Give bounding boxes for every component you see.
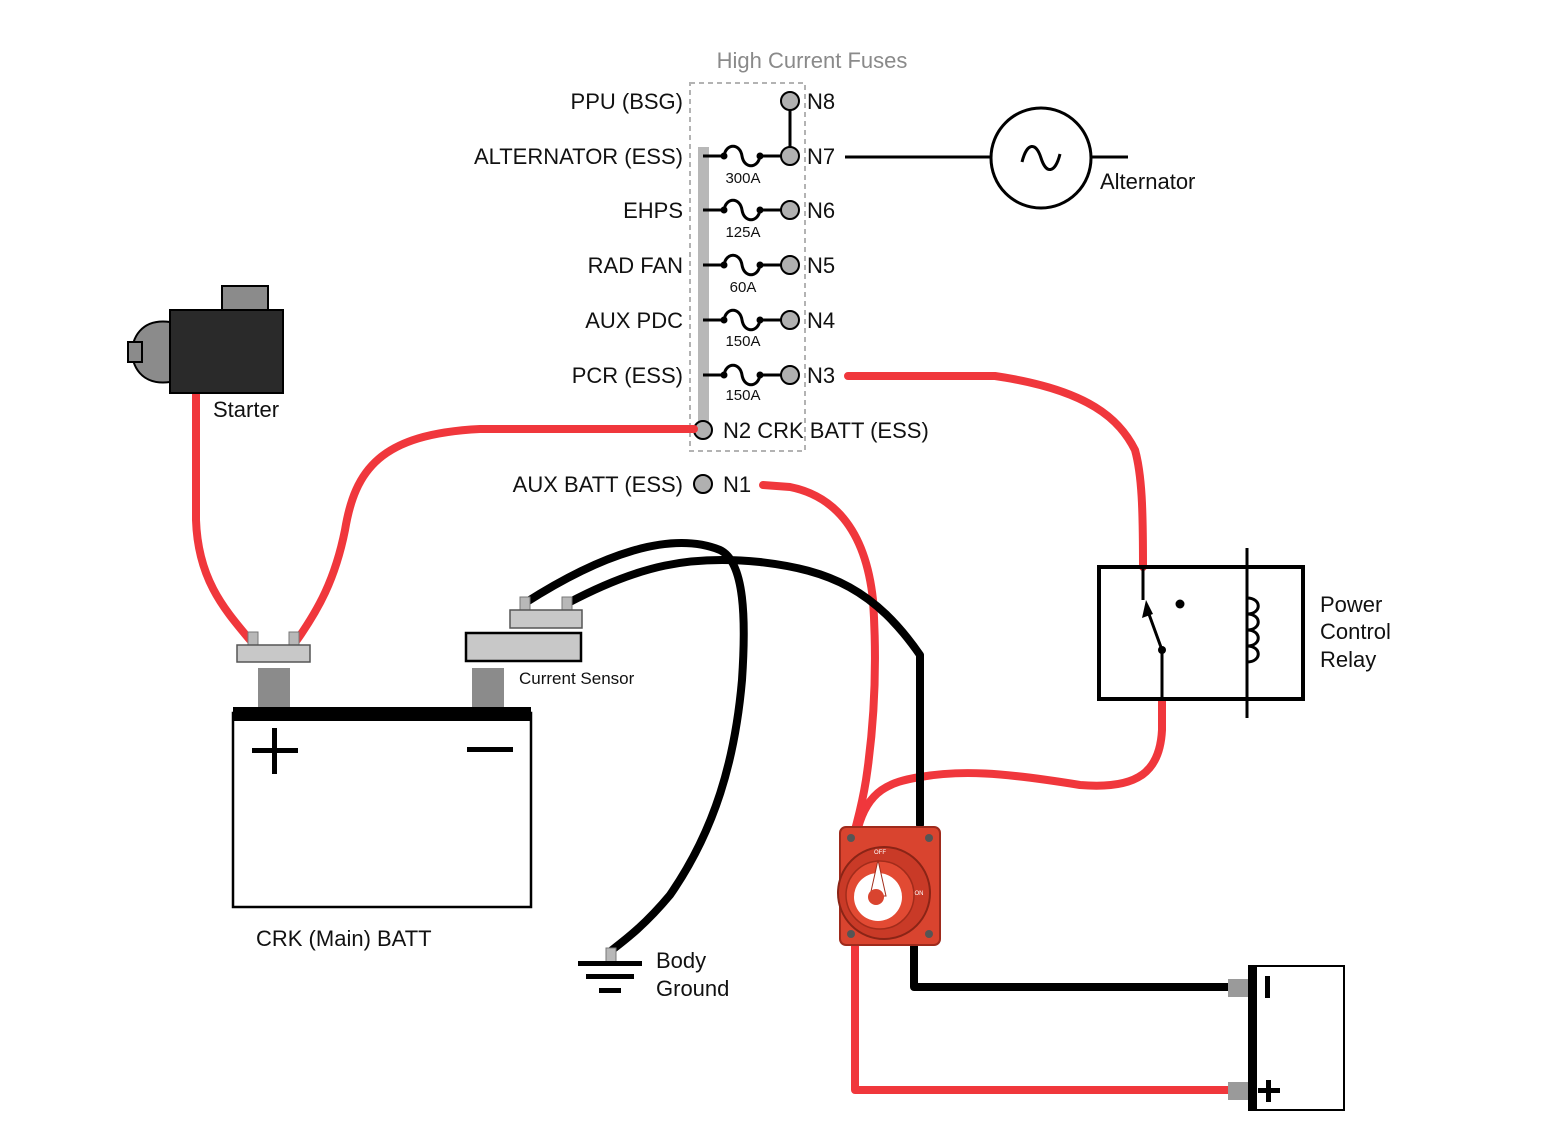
aux-battery-case — [1248, 965, 1345, 1111]
wire-n3-to-relay — [844, 372, 1147, 571]
fuse-icon — [703, 253, 781, 277]
aux-batt-label: AUX BATT (ESS) — [513, 472, 683, 497]
minus-sign — [467, 747, 513, 752]
node-n1 — [693, 474, 713, 494]
fuse-rating: 150A — [725, 333, 760, 350]
fuse-rating: 150A — [725, 387, 760, 404]
row-label-pcr: PCR (ESS) — [572, 363, 683, 388]
alternator: Alternator — [845, 106, 1195, 210]
power-control-relay: Power Control Relay — [1097, 548, 1391, 718]
fuse-box-title: High Current Fuses — [717, 48, 908, 73]
crk-main-battery: Current Sensor CRK (Main) BATT — [231, 596, 635, 951]
node-n5 — [780, 255, 800, 275]
row-label-aux-pdc: AUX PDC — [585, 308, 683, 333]
wire-switch-to-aux-batt-neg — [910, 942, 1234, 991]
body-ground-label-2: Ground — [656, 976, 729, 1001]
negative-terminal — [472, 668, 504, 708]
aux-battery — [1228, 965, 1345, 1111]
positive-clamp — [236, 644, 311, 663]
node-n6 — [780, 200, 800, 220]
wire-switch-to-aux-batt-pos — [851, 942, 1234, 1094]
crk-batt-label: CRK (Main) BATT — [256, 926, 432, 951]
fuse-rating: 300A — [725, 170, 760, 187]
ground-icon — [578, 961, 642, 966]
fuse-rating: 125A — [725, 224, 760, 241]
fuse-rating: 60A — [730, 279, 757, 296]
row-label-ehps: EHPS — [623, 198, 683, 223]
fuse-row-n4: AUX PDC N4 150A — [585, 308, 835, 350]
node-label-n7: N7 — [807, 144, 835, 169]
node-label-n5: N5 — [807, 253, 835, 278]
switch-on-label: ON — [915, 891, 924, 897]
wire-n1-to-switch — [759, 481, 879, 834]
alternator-label: Alternator — [1100, 169, 1195, 194]
battery-lid — [233, 707, 531, 721]
node-label-n4: N4 — [807, 308, 835, 333]
starter-icon: Starter — [127, 285, 284, 422]
fuse-row-n6: EHPS N6 125A — [623, 198, 835, 241]
fuse-icon — [703, 363, 781, 387]
fuse-row-n7: ALTERNATOR (ESS) N7 300A — [474, 144, 835, 187]
wire-sensor-to-ground — [521, 539, 748, 954]
wire-n2-to-batt — [293, 425, 698, 644]
battery-switch-icon: OFF ON — [837, 826, 941, 946]
relay-label-3: Relay — [1320, 647, 1376, 672]
current-sensor-label: Current Sensor — [519, 669, 635, 688]
wire-starter-to-batt — [192, 388, 254, 644]
sensor-clamp — [509, 609, 583, 629]
plus-sign-v — [272, 728, 277, 774]
fuse-box-outline — [689, 82, 806, 452]
fuse-icon — [703, 308, 781, 332]
fuse-icon — [703, 144, 781, 168]
node-label-n3: N3 — [807, 363, 835, 388]
relay-label-1: Power — [1320, 592, 1382, 617]
aux-battery-neg-mark — [1265, 976, 1270, 998]
wire-sensor-to-switch — [564, 555, 924, 829]
battery-case — [231, 711, 533, 909]
node-n7 — [780, 146, 800, 166]
row-label-ppu: PPU (BSG) — [571, 89, 683, 114]
fuse-icon — [703, 198, 781, 222]
fuse-row-n3: PCR (ESS) N3 150A — [572, 363, 835, 404]
node-label-n8: N8 — [807, 89, 835, 114]
wire-relay-to-switch — [854, 697, 1166, 832]
fuse-row-n5: RAD FAN N5 60A — [588, 253, 835, 296]
starter-label: Starter — [213, 397, 279, 422]
node-n3 — [780, 365, 800, 385]
relay-box — [1097, 565, 1305, 701]
switch-off-label: OFF — [874, 850, 886, 856]
body-ground: Body Ground — [578, 947, 729, 1001]
fuse-box: High Current Fuses PPU (BSG) N8 ALTERNAT… — [474, 48, 929, 452]
row-label-rad-fan: RAD FAN — [588, 253, 683, 278]
current-sensor — [464, 631, 583, 663]
aux-batt-node: AUX BATT (ESS) N1 — [513, 472, 751, 497]
bus-bar — [698, 147, 709, 429]
positive-terminal — [258, 668, 290, 708]
node-label-n1: N1 — [723, 472, 751, 497]
node-label-n2: N2 CRK BATT (ESS) — [723, 418, 929, 443]
node-label-n6: N6 — [807, 198, 835, 223]
body-ground-label-1: Body — [656, 948, 706, 973]
relay-label-2: Control — [1320, 619, 1391, 644]
node-n8 — [780, 91, 800, 111]
node-n4 — [780, 310, 800, 330]
ac-sine-icon — [1020, 145, 1062, 171]
aux-battery-pos-v — [1266, 1080, 1271, 1102]
row-label-alternator: ALTERNATOR (ESS) — [474, 144, 683, 169]
relay-coil-icon — [1246, 596, 1260, 664]
